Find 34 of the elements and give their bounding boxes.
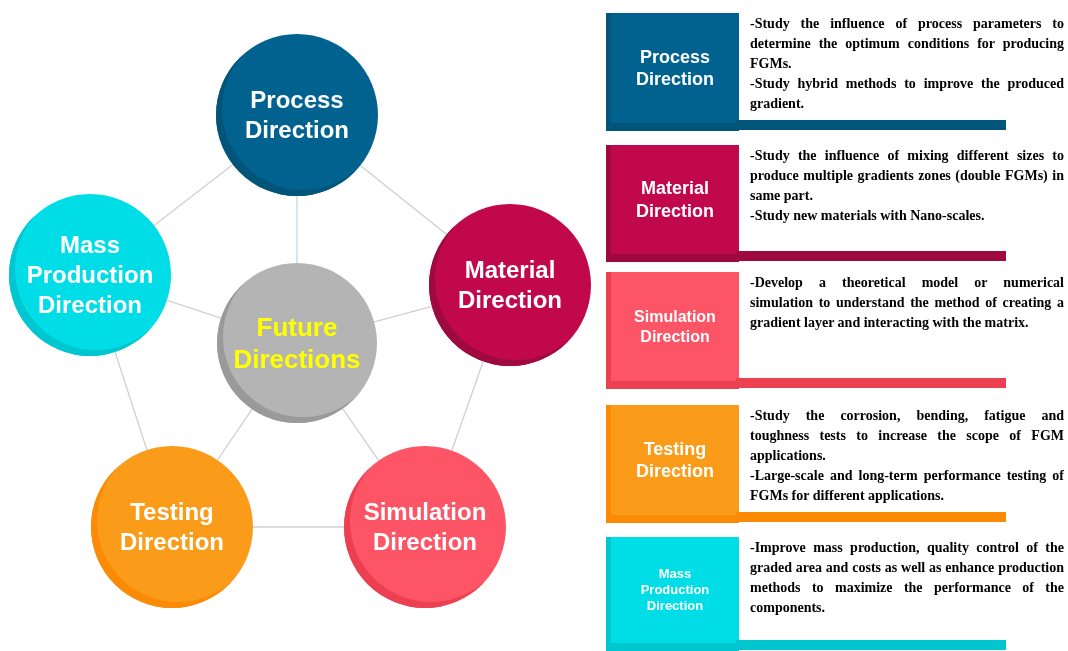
connector-line (166, 299, 222, 319)
node-label: Mass Production Direction (639, 565, 711, 615)
node-label: Simulation Direction (633, 306, 717, 347)
description-text: -Study the influence of process parameters to determine the optimum conditions for producing FGMs. (750, 15, 1064, 73)
connector-line (342, 408, 380, 462)
description-text: -Large-scale and long-term performance testing of FGMs for different applications. (750, 467, 1064, 505)
connector-line (451, 360, 484, 452)
node-label: Process Direction (244, 85, 350, 145)
direction-card (606, 272, 739, 389)
node-label: Process Direction (635, 45, 715, 91)
connector-line (252, 526, 345, 528)
description-text: -Study hybrid methods to improve the produced gradient. (750, 75, 1064, 113)
connector-line (373, 305, 433, 323)
connector-line (296, 195, 298, 264)
description-text: -Study new materials with Nano-scales. (750, 207, 986, 225)
node-label: Mass Production Direction (25, 230, 155, 320)
description-text: -Study the influence of mixing different sizes to produce multiple gradients zones (double FGMs) in same part. (750, 147, 1064, 205)
connector-line (216, 408, 253, 461)
connector-line (114, 351, 148, 451)
node-label: Material Direction (635, 177, 715, 222)
direction-card (606, 405, 739, 523)
node-label: Testing Direction (635, 437, 715, 483)
description-text: -Develop a theoretical model or numerical simulation to understand the method of creating a gradient layer and interacting with the matrix. (750, 274, 1064, 332)
direction-card (606, 13, 739, 131)
connector-line (359, 164, 448, 236)
description-text: -Study the corrosion, bending, fatigue and toughness tests to increase the scope of FGM applications. (750, 407, 1064, 465)
node-label: Future Directions (232, 310, 362, 376)
direction-card (606, 537, 739, 651)
description-text: -Improve mass production, quality control of the graded area and costs as well as enhance production methods to maximize the performance of the components. (750, 539, 1064, 617)
node-label: Testing Direction (119, 497, 225, 557)
node-label: Simulation Direction (362, 497, 488, 557)
node-label: Material Direction (457, 255, 563, 315)
direction-card (606, 145, 739, 262)
connector-line (153, 163, 234, 227)
